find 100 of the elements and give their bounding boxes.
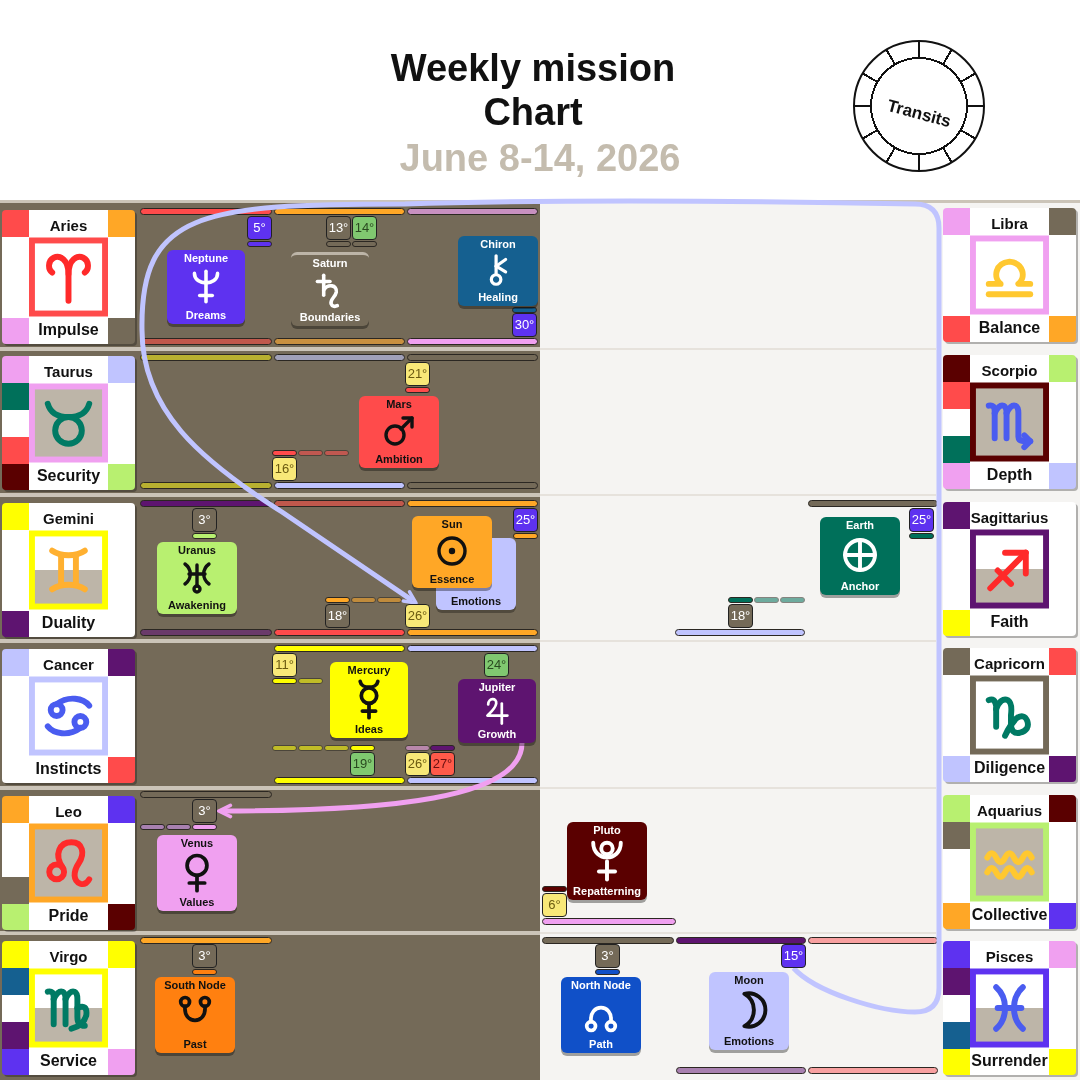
sign-keyword: Surrender [971,1051,1048,1071]
degree-badge: 26° [405,752,430,776]
degree-badge: 15° [781,944,806,968]
planet-name: Uranus [178,544,216,557]
sign-keyword: Balance [978,318,1041,338]
planet-card [330,662,408,738]
degree-badge: 13° [326,216,351,240]
planet-keyword: Essence [429,573,475,586]
planet-name: Moon [734,974,764,987]
planet-name: Jupiter [478,681,516,694]
degree-badge: 27° [430,752,455,776]
planet-card [167,250,245,324]
sign-keyword: Service [40,1051,97,1071]
planet-keyword: Anchor [840,580,880,593]
chart-title: Weekly mission Chart [389,46,677,134]
planet-keyword: Emotions [450,595,502,608]
degree-badge: 3° [192,944,217,968]
degree-badge: 19° [350,752,375,776]
arrow [217,742,525,819]
zodiac-sign-card [943,355,1076,489]
zodiac-sign-card [2,796,135,930]
planet-card [155,977,235,1053]
planet-name: Mercury [347,664,391,677]
planet-keyword: Boundaries [299,311,361,324]
planet-name: Pluto [593,824,621,837]
sign-name: Cancer [43,655,94,675]
sign-name: Libra [991,214,1028,234]
zodiac-sign-card [943,795,1076,929]
sign-keyword: Pride [48,906,89,926]
zodiac-sign-card [2,941,135,1075]
planet-keyword: Emotions [723,1035,775,1048]
degree-badge: 3° [192,799,217,823]
sign-name: Capricorn [974,654,1045,674]
sign-name: Leo [55,802,82,822]
degree-badge: 25° [513,508,538,532]
planet-card [709,972,789,1050]
sign-name: Virgo [49,947,88,967]
planet-keyword: Awakening [168,599,226,612]
zodiac-sign-card [943,208,1076,342]
sign-name: Aquarius [977,801,1042,821]
zodiac-sign-card [2,503,135,637]
planet-card [412,516,492,588]
degree-badge: 30° [512,313,537,337]
planet-keyword: Values [179,896,215,909]
zodiac-sign-card [943,648,1076,782]
planet-name: Earth [845,519,875,532]
sign-name: Taurus [44,362,93,382]
planet-card [157,542,237,614]
sign-keyword: Depth [986,465,1033,485]
planet-name: Venus [180,837,214,850]
degree-badge: 3° [595,944,620,968]
degree-badge: 18° [728,604,753,628]
planet-keyword: Ideas [354,723,384,736]
sign-name: Aries [49,216,88,236]
wheel-label: Transits [884,95,954,132]
sign-keyword: Instincts [35,759,102,779]
planet-keyword: Growth [477,728,517,741]
degree-badge: 16° [272,457,297,481]
planet-card [567,822,647,900]
planet-keyword: Repatterning [573,885,641,898]
zodiac-sign-card [2,356,135,490]
degree-badge: 14° [352,216,377,240]
degree-badge: 5° [247,216,272,240]
planet-keyword: Ambition [375,453,423,466]
degree-badge: 3° [192,508,217,532]
sign-name: Sagittarius [970,508,1049,528]
planet-name: North Node [571,979,631,992]
planet-card [359,396,439,468]
planet-card [458,679,536,743]
planet-keyword: Path [589,1038,613,1051]
planet-name: Saturn [312,257,348,270]
planet-card [458,236,538,306]
planet-card [561,977,641,1053]
planet-card [157,835,237,911]
sign-name: Scorpio [981,361,1038,381]
sign-keyword: Diligence [973,758,1046,778]
sign-name: Pisces [985,947,1034,967]
zodiac-sign-card [943,941,1076,1075]
degree-badge: 11° [272,653,297,677]
planet-name: Sun [441,518,463,531]
degree-badge: 21° [405,362,430,386]
planet-keyword: Dreams [185,309,227,322]
planet-name: Chiron [480,238,516,251]
sign-keyword: Impulse [38,320,99,340]
sign-keyword: Faith [990,612,1029,632]
planet-keyword: Past [183,1038,207,1051]
planet-name: Mars [386,398,412,411]
arrow [139,198,942,1015]
sign-keyword: Duality [41,613,96,633]
zodiac-sign-card [2,210,135,344]
degree-badge: 6° [542,893,567,917]
degree-badge: 25° [909,508,934,532]
sign-keyword: Security [36,466,101,486]
planet-card [820,517,900,595]
degree-badge: 26° [405,604,430,628]
sign-keyword: Collective [971,905,1048,925]
planet-name: South Node [164,979,226,992]
planet-keyword: Healing [478,291,518,304]
planet-name: Neptune [184,252,228,265]
zodiac-sign-card [943,502,1076,636]
